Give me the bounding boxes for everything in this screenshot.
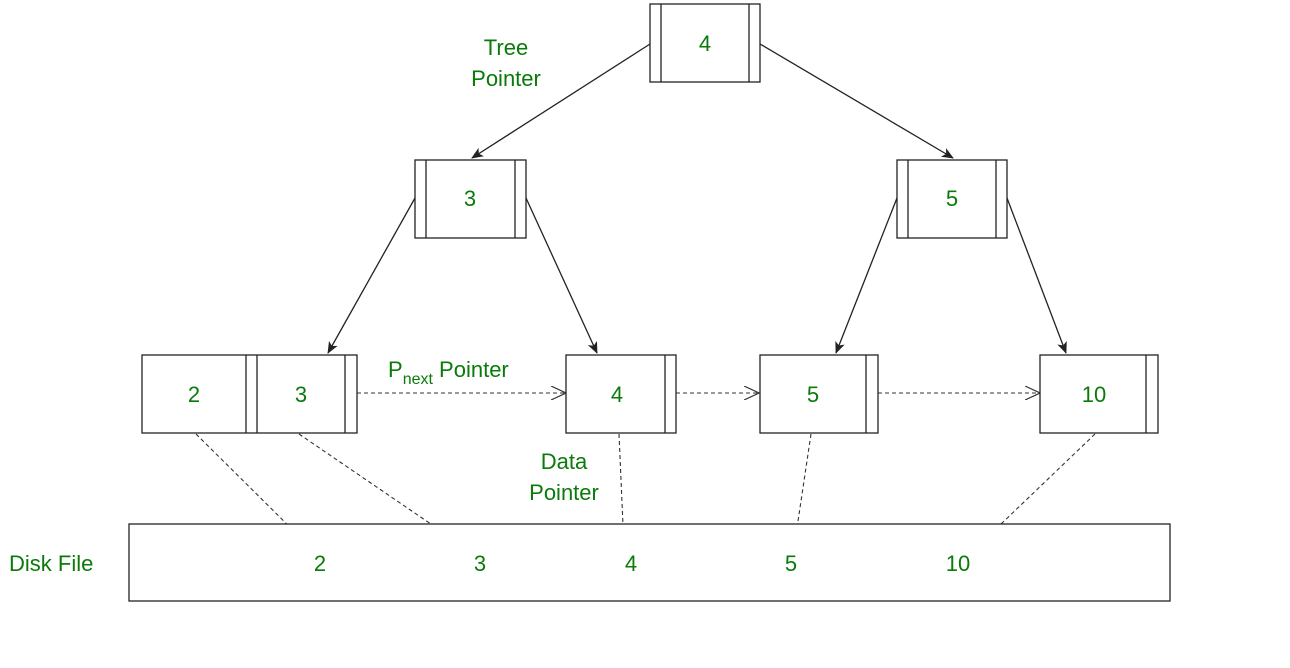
disk-record-2: 2 [314,551,326,576]
disk-record-4: 4 [625,551,637,576]
data-pointer-label-line1: Data [541,449,588,474]
data-pointer-4 [619,433,624,548]
leaf-node-1-key-1: 2 [188,382,200,407]
leaf-node-1-key-2: 3 [295,382,307,407]
edge-right-to-leaf3 [835,197,898,354]
pnext-label-subscript: next [403,371,434,388]
edge-left-to-leaf1 [327,197,416,354]
disk-file-label: Disk File [9,551,93,576]
leaf-node-2-key-1: 4 [611,382,623,407]
leaf-node-1: 2 3 [141,354,358,434]
root-node: 4 [649,3,761,83]
tree-pointer-edges [327,43,1067,354]
data-pointer-label-line2: Pointer [529,480,599,505]
internal-node-left: 3 [414,159,527,239]
pnext-pointer-label: Pnext Pointer [388,357,509,388]
leaf-node-3: 5 [759,354,879,434]
leaf-node-3-key-1: 5 [807,382,819,407]
diagram-labels: Tree Pointer Pnext Pointer Data Pointer … [9,35,599,576]
tree-pointer-label-line2: Pointer [471,66,541,91]
edge-right-to-leaf4 [1006,197,1067,354]
edge-root-to-right [759,43,954,159]
data-pointer-5 [794,433,812,548]
disk-file: 2 3 4 5 10 [128,523,1171,602]
leaf-node-4-key-1: 10 [1082,382,1106,407]
disk-record-5: 5 [785,551,797,576]
pnext-label-p: P [388,357,403,382]
root-node-value: 4 [699,31,711,56]
internal-node-right: 5 [896,159,1008,239]
tree-pointer-label-line1: Tree [484,35,528,60]
edge-left-to-leaf2 [525,197,598,354]
internal-node-right-value: 5 [946,186,958,211]
disk-record-10: 10 [946,551,970,576]
edge-root-to-left [471,43,651,159]
leaf-node-2: 4 [565,354,677,434]
internal-node-left-value: 3 [464,186,476,211]
leaf-node-4: 10 [1039,354,1159,434]
disk-record-3: 3 [474,551,486,576]
pnext-label-rest: Pointer [433,357,509,382]
